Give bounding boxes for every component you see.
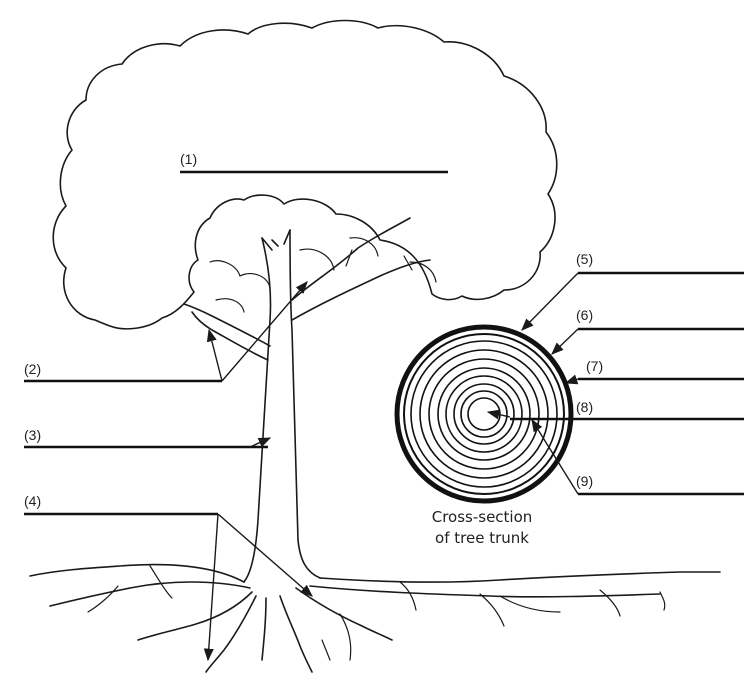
label-8: (8) [576, 399, 593, 415]
tree-roots [30, 565, 720, 672]
label-4: (4) [24, 493, 41, 509]
arrow-5 [522, 273, 578, 330]
label-5: (5) [576, 251, 593, 267]
arrow-2a [209, 330, 222, 381]
arrow-6 [552, 329, 578, 354]
label-7: (7) [586, 358, 603, 374]
number-labels: (1) (2) (3) (4) (5) (6) (7) (8) (9) [24, 151, 603, 509]
arrow-4a [208, 514, 218, 660]
label-2: (2) [24, 361, 41, 377]
leader-arrows [208, 273, 578, 660]
label-9: (9) [576, 473, 593, 489]
label-1: (1) [180, 151, 197, 167]
arrow-3 [250, 438, 270, 447]
arrow-7 [566, 379, 578, 383]
cross-section-caption: Cross-section of tree trunk [432, 508, 533, 547]
tree-canopy [53, 21, 557, 329]
caption-line-1: Cross-section [432, 508, 533, 526]
answer-blanks [24, 172, 744, 514]
caption-line-2: of tree trunk [435, 529, 529, 547]
label-3: (3) [24, 427, 41, 443]
trunk-cross-section [397, 327, 571, 501]
tree-trunk [184, 218, 430, 582]
arrow-2b [222, 282, 307, 381]
label-6: (6) [576, 307, 593, 323]
